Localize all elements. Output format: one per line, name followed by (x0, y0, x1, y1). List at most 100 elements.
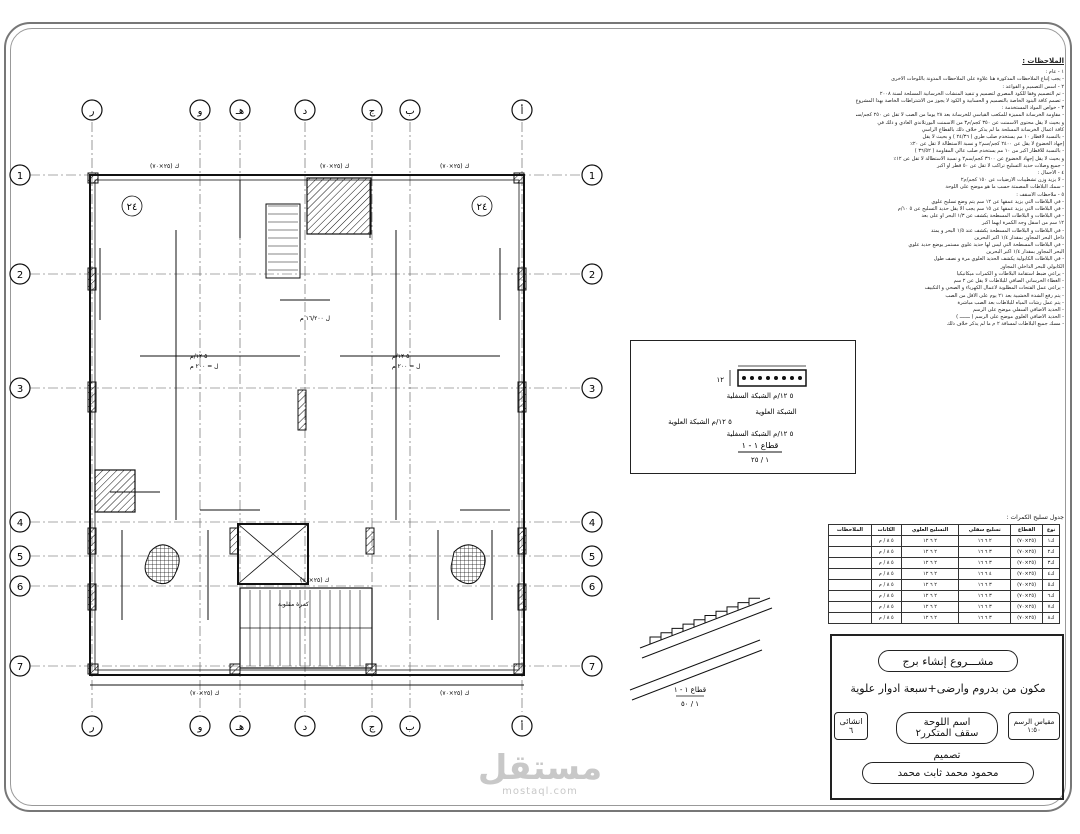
table-cell: ك٥ (1042, 579, 1060, 591)
axis-label-row: 2 (17, 270, 23, 281)
table-cell: (٢٥×٧٠) (1009, 535, 1044, 547)
columns (87, 172, 527, 675)
table-cell: (٢٥×٧٠) (1009, 612, 1044, 624)
general-notes: الملاحظات : ١ - عام :- يجب إتباع الملاحظ… (856, 57, 1064, 329)
notes-title: الملاحظات : (1022, 57, 1064, 65)
stair-step (715, 610, 727, 619)
axis-label-col: ر (89, 722, 95, 733)
stair-step (682, 623, 694, 632)
notes-list: ١ - عام :- يجب إتباع الملاحظات المذكورة … (856, 69, 1064, 328)
table-cell: ك١ (1042, 535, 1060, 547)
table-cell: ٣ ٦ ١٦ (958, 612, 1011, 624)
stair-treads (249, 590, 361, 666)
axis-bubble-col (294, 715, 316, 737)
axis-bubble-row (581, 164, 603, 186)
axis-label-row: 7 (17, 662, 23, 673)
sheet-name-box: اسم اللوحة سقف المتكرر٢ (896, 712, 998, 744)
schedule-header-cell: الملاحظات (828, 524, 872, 536)
note-line: - في البلاطات و البلاطات المسطحة يكشف عن… (931, 227, 1064, 234)
axis-label-row: 1 (17, 171, 23, 182)
note-line: كافة أعمال الخرسانة المسلحة ما لم يذكر خ… (921, 126, 1064, 133)
note-line: داخل البحر المجاور بمقدار ١/٤ أكبر البحر… (974, 234, 1064, 241)
note-line: ٢ - أسس التصميم و القواعد : (1002, 83, 1064, 90)
axis-bubble-col (361, 715, 383, 737)
axis-label-col: و (197, 106, 203, 117)
table-cell (828, 590, 872, 602)
column (517, 527, 527, 555)
plan-labels: ٢٤ ٢٤ ك (٢٥×٧٠) ك (٢٥×٧٠) ك (٢٥×٧٠) ك (٢… (121, 163, 493, 697)
note-line: - يتم عمل رشات المياه للبلاطات بعد الصب … (957, 299, 1064, 306)
stair-step (660, 632, 672, 640)
stair-step (704, 615, 716, 623)
note-line: ١ - عام : (1045, 69, 1064, 76)
axis-bubble-col (361, 99, 383, 121)
table-cell (828, 568, 872, 580)
axis-bubble-col (399, 715, 421, 737)
upper-stair-outline (265, 203, 301, 279)
table-cell: ٢ ٦ ١٦ (958, 535, 1011, 547)
note-line: و بحيث لا يقل محتوى الأسمنت عن ٣٥٠ كجم/م… (877, 119, 1064, 126)
axis-bubble-col (229, 99, 251, 121)
note-line: ١٢ سم من أسفل وجه الكمرة أيهما أكبر (981, 220, 1064, 227)
table-cell: ٢ ٦ ١٢ (900, 601, 960, 613)
slab-label-b: ل = ٢٠٠ م (190, 363, 219, 370)
axis-bubble-row (581, 263, 603, 285)
rebar-dot (750, 376, 754, 380)
table-cell: ٥ ٨ / م (870, 601, 902, 613)
stair-step (649, 636, 661, 644)
room-label-right: ٢٤ (477, 202, 488, 213)
table-cell: ٢ ٦ ١٢ (900, 579, 960, 591)
axis-bubble-row (581, 545, 603, 567)
schedule-header-cell: القطاع (1009, 524, 1044, 536)
column (517, 267, 527, 291)
rebar-dot (790, 376, 794, 380)
note-line: - في البلاطات المسطحة التي ليس لها حديد … (908, 242, 1064, 249)
table-cell: (٢٥×٧٠) (1009, 601, 1044, 613)
scale-value: ١:٥٠ (1027, 726, 1041, 734)
scale-box: مقياس الرسم ١:٥٠ (1008, 712, 1060, 740)
stair-step (726, 606, 738, 614)
axis-label-col: ج (369, 722, 376, 733)
duct-opening-right (450, 544, 486, 585)
axis-label-col: هـ (235, 722, 244, 733)
note-line: - لا يزيد وزن تشطيبات الأرضيات عن ١٥٠ كج… (960, 177, 1064, 184)
axis-label-row: 3 (17, 384, 23, 395)
axis-label-row: 6 (17, 582, 23, 593)
watermark-logo: مستقل (477, 748, 603, 788)
axis-label-row: 5 (589, 552, 595, 563)
column (297, 389, 307, 431)
note-line: و بحيث لا يقل إجهاد الخضوع عن ٣٦٠٠ كجم/س… (893, 155, 1064, 162)
axis-bubble-row (9, 655, 31, 677)
beam-span-label: ل ١٦/٢٠٠ م (300, 315, 330, 322)
table-cell: ٥ ٨ / م (870, 579, 902, 591)
section-title: قطاع ١ - ١ (742, 441, 779, 450)
stair-step (737, 602, 749, 610)
stair-section-title: قطاع ١ - ١ (674, 686, 706, 694)
stair-step (671, 627, 683, 636)
column (365, 527, 375, 555)
stair-note: كمرة مقلوبة (278, 601, 309, 608)
table-cell: ٥ ٨ / م (870, 535, 902, 547)
column (365, 663, 377, 675)
drawing-frame-inner (10, 28, 1066, 806)
note-line: - في البلاطات التي يزيد عمقها عن ١٥ سم ي… (897, 206, 1064, 213)
column (229, 527, 239, 555)
beam-label-top-2: ك (٢٥×٧٠) (320, 163, 350, 170)
beam-label-bottom-1: ك (٢٥×٧٠) (190, 690, 220, 697)
schedule-header-cell: تسليح سفلي (958, 524, 1011, 536)
table-cell: ك٢ (1042, 546, 1060, 558)
structure (87, 172, 527, 686)
column (513, 663, 525, 675)
axis-label-row: 5 (17, 552, 23, 563)
rebar-dot (798, 376, 802, 380)
title-block: مشـــروع إنشاء برج مكون من بدروم وارضى+س… (830, 634, 1064, 800)
slab-label-d: ل = ٢٠٠ م (392, 363, 421, 370)
axis-bubble-row (581, 655, 603, 677)
